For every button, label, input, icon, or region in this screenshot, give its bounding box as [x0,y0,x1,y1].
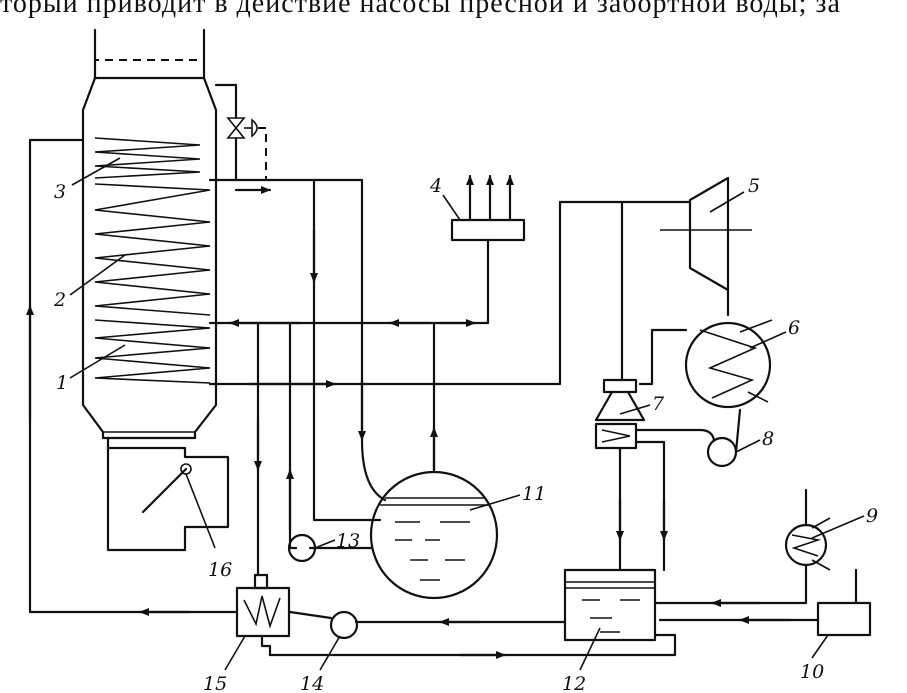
svg-text:14: 14 [300,673,324,693]
label-8: 8 [735,428,774,453]
pump-8 [706,436,738,468]
label-16: 16 [185,473,232,581]
svg-text:11: 11 [522,483,546,505]
coil-3-superheater [94,137,201,179]
label-13: 13 [314,530,360,552]
svg-text:15: 15 [203,673,227,693]
damper-flap [141,467,188,514]
label-11: 11 [469,483,546,511]
hotwell-12 [268,568,677,659]
svg-text:10: 10 [800,661,824,683]
page-text-top-line: торый приводит в действие насосы пресной… [0,0,841,19]
turbine-5 [620,176,752,317]
control-valve [226,83,267,182]
svg-text:5: 5 [748,175,760,197]
steam-consumer-4 [450,174,526,242]
coil-1-economizer [94,319,211,384]
svg-text:1: 1 [56,372,68,394]
svg-text:13: 13 [336,530,360,552]
label-14: 14 [300,635,341,693]
svg-text:3: 3 [54,181,66,203]
label-9: 9 [811,505,878,539]
label-1: 1 [56,344,126,394]
label-2: 2 [53,254,126,311]
boiler-unit [81,28,230,552]
svg-text:16: 16 [208,559,232,581]
label-7: 7 [619,393,665,415]
drum-11 [308,470,499,600]
label-4: 4 [429,175,461,221]
label-12: 12 [562,627,601,693]
svg-text:12: 12 [562,673,586,693]
label-15: 15 [203,635,246,693]
label-6: 6 [749,317,800,349]
label-3: 3 [54,157,121,203]
svg-text:9: 9 [866,505,878,527]
label-10: 10 [800,634,829,683]
svg-text:8: 8 [762,428,774,450]
svg-text:2: 2 [53,289,66,311]
ejector-7 [594,200,716,572]
condenser-6 [638,319,773,409]
svg-text:7: 7 [652,393,665,415]
heater-15 [235,573,291,657]
pump-14 [329,610,359,640]
label-5: 5 [709,175,760,213]
svg-text:4: 4 [429,175,442,197]
svg-text:6: 6 [788,317,800,339]
unit-10 [658,568,872,637]
cooler-9 [658,488,831,607]
coil-2-evaporator [94,183,211,316]
